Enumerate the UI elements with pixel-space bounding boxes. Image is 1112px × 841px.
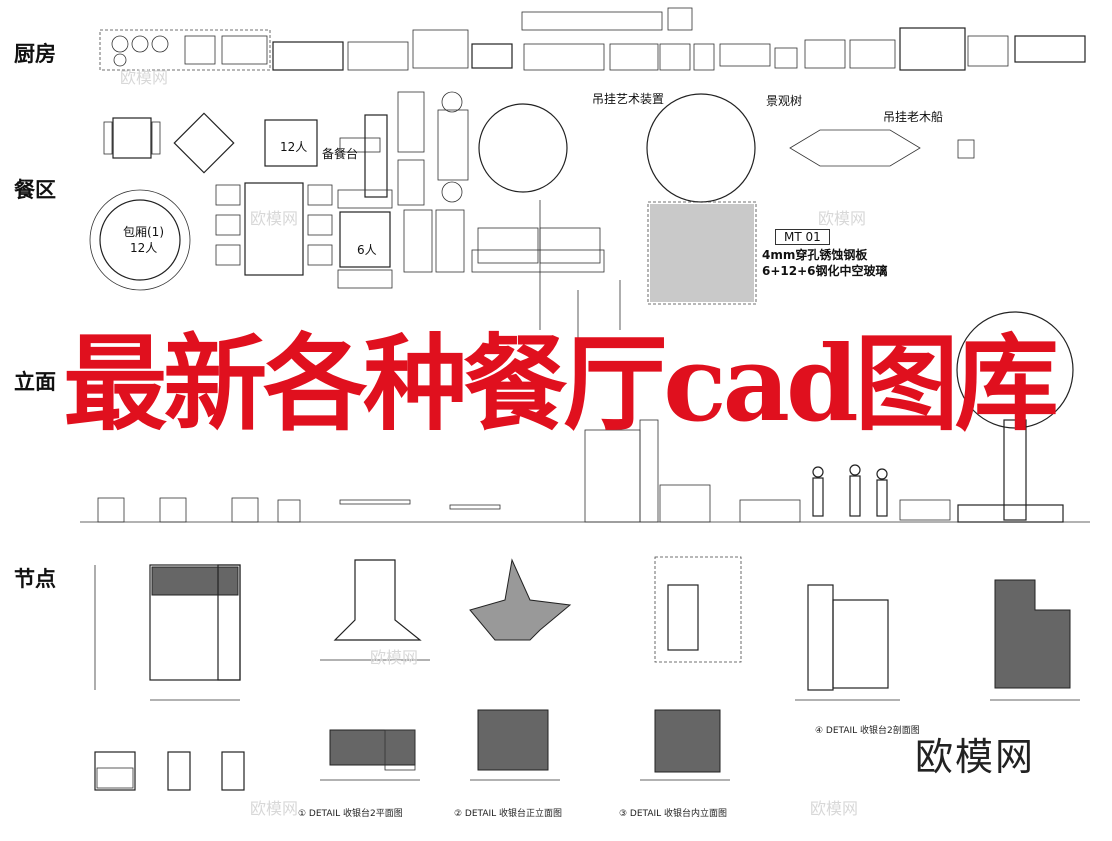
section-label-elevation: 立面 bbox=[14, 370, 56, 394]
watermark: 欧模网 bbox=[810, 799, 859, 818]
kitchen-equipment-row bbox=[99, 7, 1086, 71]
detail-caption-1: ① DETAIL 收银台2平面图 bbox=[298, 809, 403, 819]
elevation-drawings bbox=[80, 200, 1090, 523]
watermark: 欧模网 bbox=[818, 209, 867, 228]
headline-title: 最新各种餐厅cad图库 bbox=[63, 322, 1058, 445]
section-label-kitchen: 厨房 bbox=[14, 42, 56, 66]
watermark: 欧模网 bbox=[120, 68, 169, 87]
annotation-landscape-tree: 景观树 bbox=[766, 94, 803, 108]
material-line-2: 6+12+6钢化中空玻璃 bbox=[762, 264, 888, 278]
detail-caption-4: ④ DETAIL 收银台2剖面图 bbox=[815, 726, 920, 736]
annotation-hanging-boat: 吊挂老木船 bbox=[883, 110, 944, 124]
section-label-dining: 餐区 bbox=[14, 178, 56, 202]
annotation-art-installation: 吊挂艺术装置 bbox=[592, 92, 665, 106]
annotation-seats-12: 12人 bbox=[280, 140, 308, 154]
annotation-sideboard: 备餐台 bbox=[322, 147, 359, 161]
dining-furniture-plans bbox=[89, 91, 975, 305]
detail-caption-2: ② DETAIL 收银台正立面图 bbox=[454, 809, 563, 819]
annotation-private-room: 包厢(1) bbox=[123, 225, 164, 239]
watermark: 欧模网 bbox=[370, 648, 419, 667]
detail-caption-3: ③ DETAIL 收银台内立面图 bbox=[619, 809, 728, 819]
brand-logo: 欧模网 bbox=[915, 735, 1036, 779]
material-line-1: 4mm穿孔锈蚀钢板 bbox=[762, 248, 868, 262]
material-code-tag: MT 01 bbox=[775, 229, 830, 245]
annotation-private-room-seats: 12人 bbox=[130, 241, 158, 255]
node-detail-drawings bbox=[94, 556, 1080, 791]
watermark: 欧模网 bbox=[250, 799, 299, 818]
watermark: 欧模网 bbox=[250, 209, 299, 228]
annotation-seats-6: 6人 bbox=[357, 243, 377, 257]
section-label-node: 节点 bbox=[14, 567, 56, 591]
